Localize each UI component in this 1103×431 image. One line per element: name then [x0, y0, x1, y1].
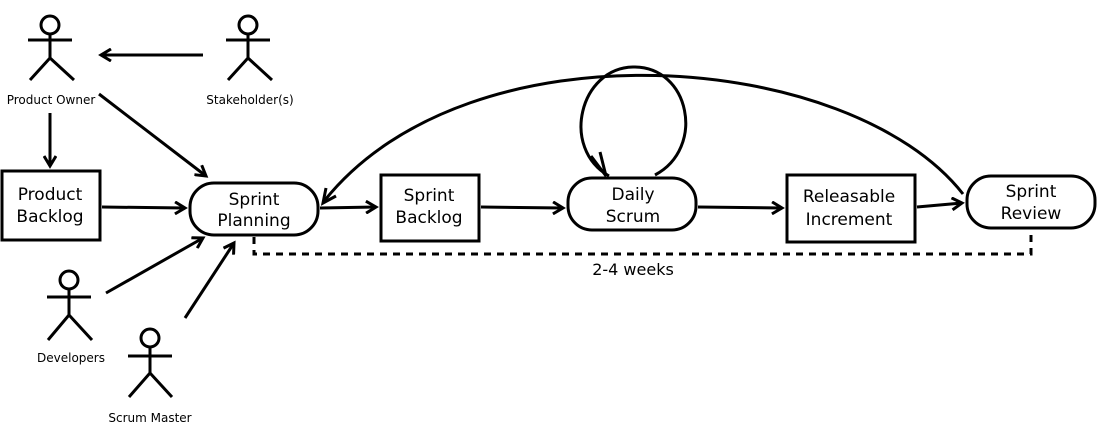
- product-backlog-line2: Backlog: [16, 207, 83, 227]
- stakeholders-label: Stakeholder(s): [206, 93, 293, 107]
- developers-label: Developers: [37, 351, 105, 365]
- product-owner-figure-icon: [28, 14, 76, 82]
- product-owner-label: Product Owner: [7, 93, 96, 107]
- sprint-duration-dashed-line: [252, 230, 1033, 256]
- daily-scrum-line1: Daily: [611, 185, 654, 205]
- scrum-master-figure-icon: [127, 327, 174, 399]
- duration-label: 2-4 weeks: [592, 260, 674, 279]
- sprint-review-box: Sprint Review: [965, 174, 1097, 230]
- scrum-master-actor: Scrum Master: [108, 327, 192, 425]
- sprint-backlog-line2: Backlog: [395, 208, 462, 228]
- daily-scrum-box: Daily Scrum: [566, 176, 698, 232]
- arrow-releasable-increment-to-sprint-review: [916, 203, 962, 207]
- releasable-increment-line2: Increment: [806, 210, 893, 230]
- sprint-planning-line2: Planning: [217, 211, 290, 231]
- arrow-sprint-review-to-sprint-planning: [323, 73, 965, 201]
- stakeholders-actor: Stakeholder(s): [206, 14, 294, 107]
- arrow-daily-scrum-to-releasable-increment: [697, 207, 782, 208]
- sprint-backlog-line1: Sprint: [404, 186, 455, 206]
- product-backlog-line1: Product: [18, 185, 83, 205]
- arrow-scrum-master-to-sprint-planning: [183, 243, 234, 319]
- sprint-review-arc-arrowhead: [320, 187, 337, 206]
- releasable-increment-box: Releasable Increment: [785, 173, 917, 244]
- product-owner-actor: Product Owner: [7, 14, 96, 107]
- sprint-backlog-box: Sprint Backlog: [379, 173, 481, 243]
- arrow-sprint-planning-to-sprint-backlog: [319, 207, 376, 208]
- developers-actor: Developers: [37, 269, 105, 365]
- arrow-sprint-backlog-to-daily-scrum: [480, 207, 563, 208]
- releasable-increment-line1: Releasable: [803, 187, 895, 207]
- scrum-master-label: Scrum Master: [108, 411, 191, 425]
- developers-figure-icon: [46, 269, 94, 342]
- stakeholders-figure-icon: [226, 14, 274, 82]
- arrow-daily-scrum-self-loop: [579, 65, 688, 178]
- arrow-product-owner-to-sprint-planning: [98, 92, 206, 176]
- sprint-review-line1: Sprint: [1006, 182, 1057, 202]
- sprint-planning-box: Sprint Planning: [188, 181, 320, 237]
- product-backlog-box: Product Backlog: [0, 169, 102, 242]
- daily-scrum-loop-arrowhead: [589, 151, 608, 177]
- sprint-planning-line1: Sprint: [229, 190, 280, 210]
- arrow-developers-to-sprint-planning: [105, 238, 203, 295]
- arrow-product-backlog-to-sprint-planning: [101, 207, 185, 208]
- sprint-review-line2: Review: [1001, 204, 1062, 224]
- daily-scrum-line2: Scrum: [606, 207, 660, 227]
